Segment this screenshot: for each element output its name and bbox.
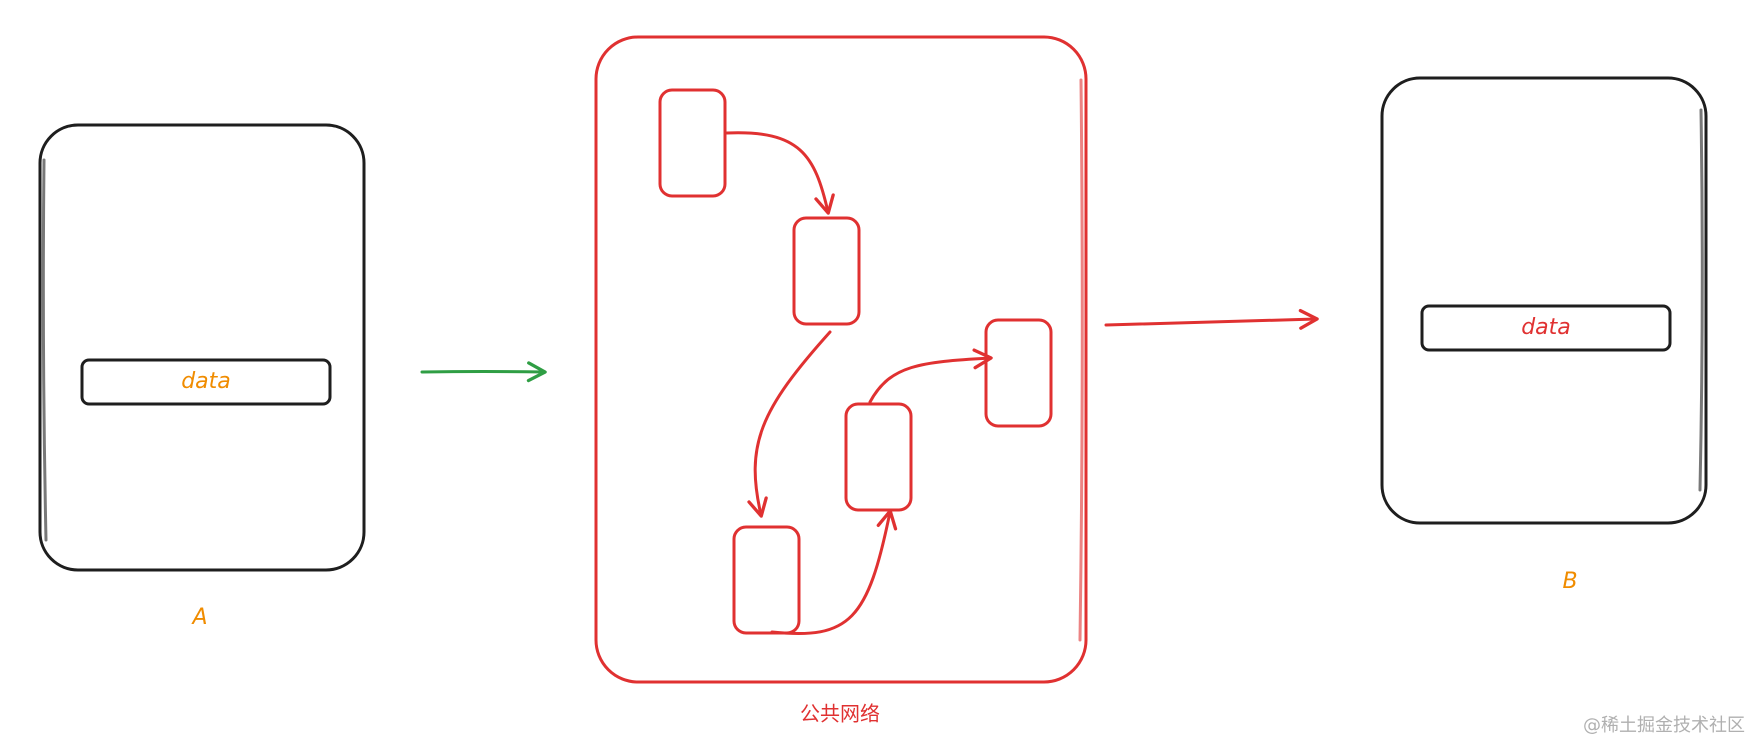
device-b-data-label: data	[1521, 315, 1571, 340]
route-arrow-3	[770, 509, 898, 636]
network-router-4	[844, 402, 913, 512]
deliver-arrow-red	[1104, 308, 1319, 330]
network-router-1	[658, 88, 727, 198]
device-a-data-bar	[80, 358, 332, 406]
watermark-text: @稀土掘金技术社区	[1583, 715, 1745, 736]
network-frame	[594, 35, 1088, 684]
route-arrow-2	[747, 330, 832, 518]
device-a-frame	[38, 123, 366, 572]
device-b-sketch-stroke	[1698, 108, 1704, 492]
route-arrow-4	[868, 348, 993, 404]
device-a-label: A	[190, 605, 207, 630]
send-arrow-green	[420, 361, 547, 383]
network-sketch-stroke	[1078, 78, 1084, 642]
device-b-label: B	[1562, 569, 1577, 594]
network-router-3	[732, 525, 801, 635]
device-b-data-bar	[1420, 304, 1672, 352]
device-b: data B	[1380, 76, 1708, 594]
device-a-sketch-stroke	[41, 158, 48, 542]
route-arrow-1	[725, 131, 835, 215]
network-label: 公共网络	[800, 702, 880, 726]
network-router-5	[984, 318, 1053, 428]
device-a-data-label: data	[181, 369, 231, 394]
device-b-frame	[1380, 76, 1708, 525]
network-router-2	[792, 216, 861, 326]
device-a: data A	[38, 123, 366, 630]
public-network: 公共网络	[594, 35, 1088, 726]
